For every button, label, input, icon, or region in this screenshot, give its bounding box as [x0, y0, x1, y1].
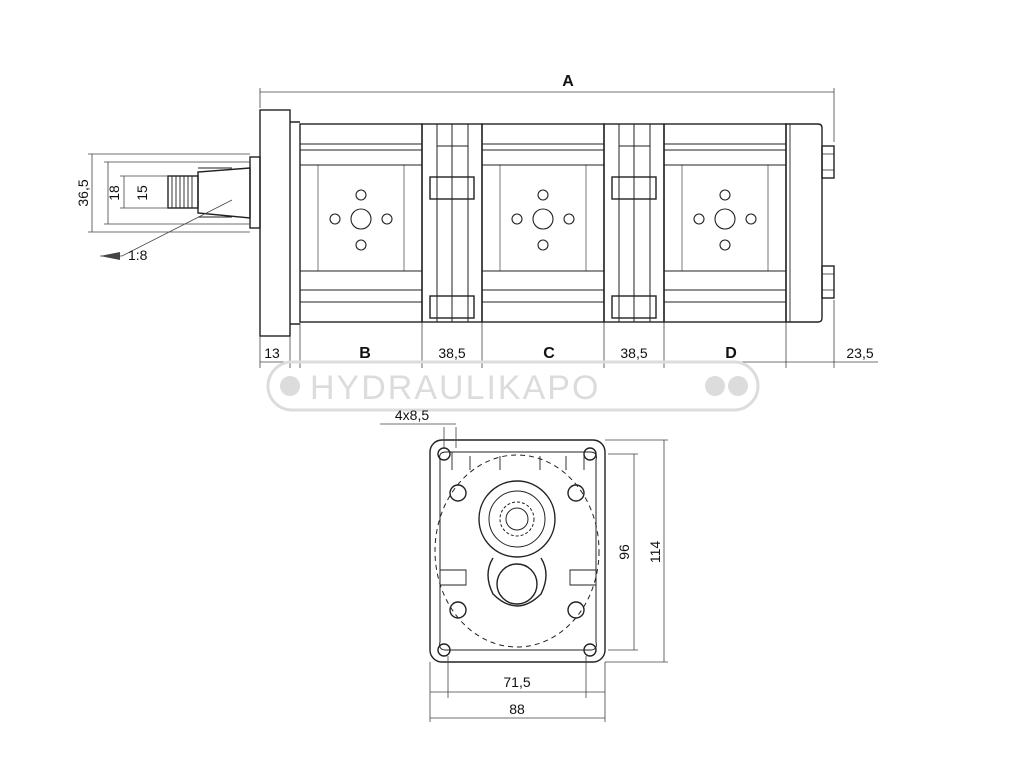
port-pattern-b	[329, 189, 393, 251]
port-pattern-c	[511, 189, 575, 251]
dim-flange-height: 114	[647, 541, 663, 564]
watermark-text: HYDRAULIKAPO	[310, 369, 600, 407]
dim-section-c: C	[543, 345, 555, 362]
dim-section-b: B	[359, 345, 371, 362]
dim-bolt-spacing-horizontal: 71,5	[503, 674, 530, 690]
watermark-logo: HYDRAULIKAPO	[266, 360, 760, 412]
front-dimension-lines	[380, 423, 668, 722]
dim-shaft-height: 36,5	[75, 179, 91, 206]
dim-spacer-2: 38,5	[620, 345, 647, 361]
spacer-2	[603, 123, 665, 323]
dim-shaft-diameter: 18	[106, 185, 122, 201]
bolt-hole-top-left	[437, 447, 451, 461]
side-dimension-lines	[88, 88, 878, 368]
bolt-hole-bottom-right	[583, 643, 597, 657]
dim-taper-ratio: 1:8	[128, 247, 148, 263]
front-view	[429, 439, 606, 663]
taper-arrow-icon	[100, 252, 120, 260]
mounting-flange	[259, 109, 291, 337]
shaft-boss	[478, 480, 556, 558]
front-flange-outline	[429, 439, 606, 663]
dim-bolt-spacing-vertical: 96	[616, 544, 632, 560]
drive-shaft	[167, 167, 251, 219]
dim-flange-thickness: 13	[264, 345, 280, 361]
dim-overall-length: A	[562, 73, 574, 90]
bolt-hole-top-right	[583, 447, 597, 461]
bolt-hole-bottom-left	[437, 643, 451, 657]
dim-rear-cap: 23,5	[846, 345, 873, 361]
spacer-1	[421, 123, 483, 323]
dim-section-d: D	[725, 345, 737, 362]
rear-cap	[785, 123, 835, 323]
dim-spacer-1: 38,5	[438, 345, 465, 361]
dim-flange-width: 88	[509, 701, 525, 717]
dim-bolt-holes: 4x8,5	[395, 407, 429, 423]
pilot-boss	[249, 156, 261, 229]
side-view	[167, 109, 835, 337]
lower-port	[487, 557, 547, 607]
dim-thread-diameter: 15	[134, 185, 150, 201]
port-pattern-d	[693, 189, 757, 251]
